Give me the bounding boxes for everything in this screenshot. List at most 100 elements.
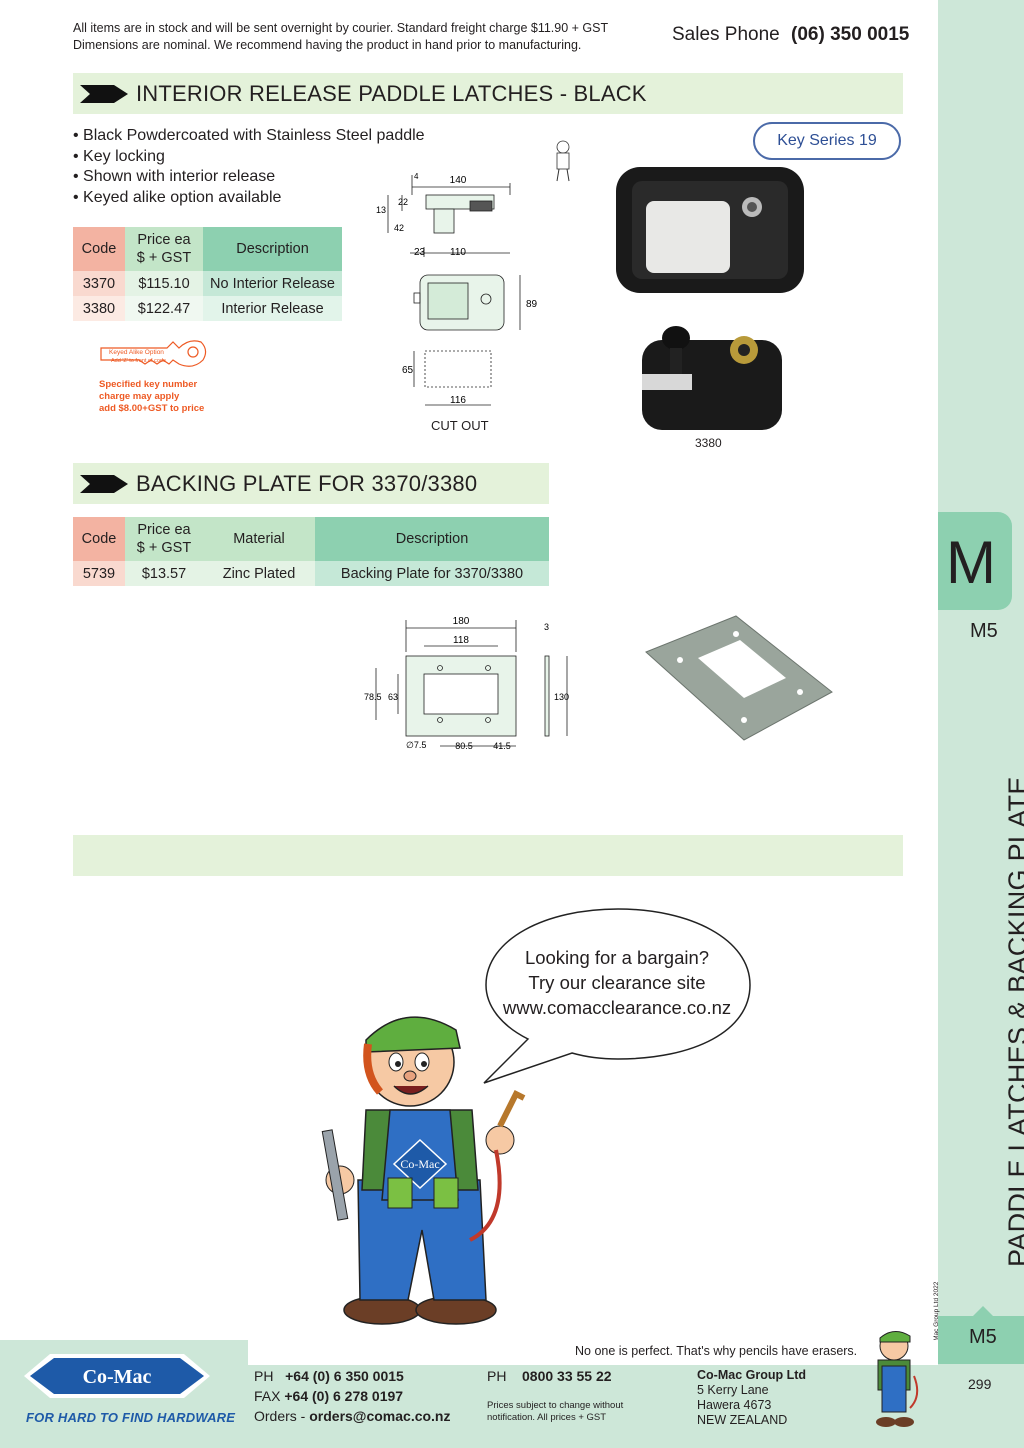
prices-note-line-2: notification. All prices + GST <box>487 1412 607 1423</box>
dim-78-5: 78.5 <box>364 692 382 702</box>
section-tab[interactable] <box>938 512 1012 610</box>
col-price: Price ea $ + GST <box>125 227 203 271</box>
feature-item: • Key locking <box>73 147 165 165</box>
sidebar <box>938 0 1024 1448</box>
dim-65: 65 <box>402 365 414 376</box>
comac-logo[interactable]: Co-Mac <box>24 1350 210 1402</box>
promo-line-1: Looking for a bargain? <box>524 947 710 968</box>
cell-price: $13.57 <box>125 561 203 586</box>
feature-item: • Shown with interior release <box>73 168 276 186</box>
cell-description: Interior Release <box>203 296 342 321</box>
page-code-bottom: M5 <box>969 1326 997 1348</box>
latch-price-table: Code Price ea$ + GST Description 3370 $1… <box>73 227 342 321</box>
phone-number[interactable]: +64 (0) 6 350 0015 <box>285 1368 404 1384</box>
promo-line-3[interactable]: www.comacclearance.co.nz <box>502 997 732 1018</box>
dim-42: 42 <box>394 223 404 233</box>
logo-text: Co-Mac <box>83 1366 152 1388</box>
backing-plate-drawing: 180 118 3 78.5 63 130 ∅7.5 80.5 41.5 <box>364 616 569 751</box>
col-material: Material <box>203 517 315 561</box>
mascot-illustration: Co-Mac <box>321 1016 526 1325</box>
cell-description: No Interior Release <box>203 271 342 296</box>
col-price-line1: Price ea <box>137 522 191 538</box>
promo-line-2: Try our clearance site <box>528 972 706 993</box>
dim-4: 4 <box>414 172 419 181</box>
section-title: BACKING PLATE FOR 3370/3380 <box>136 470 478 496</box>
fax-label: FAX <box>254 1388 281 1404</box>
keyed-line-1: Specified key number <box>99 379 198 390</box>
arrow-icon <box>80 474 128 493</box>
page-code-tab <box>938 1306 1024 1364</box>
dim-23: 23 <box>414 247 426 258</box>
table-header-row: Code Price ea $ + GST Description <box>73 227 342 271</box>
key-line-2: Add 'Z' to front of code <box>111 358 166 364</box>
section-title: INTERIOR RELEASE PADDLE LATCHES - BLACK <box>136 80 647 106</box>
dim-140: 140 <box>450 175 467 186</box>
cell-price: $115.10 <box>125 271 203 296</box>
page-code-top: M5 <box>970 620 998 642</box>
dim-13: 13 <box>376 205 386 215</box>
feature-list: • Black Powdercoated with Stainless Stee… <box>73 126 425 209</box>
mascot-footer-icon <box>876 1331 919 1427</box>
section-header-paddle-latches: INTERIOR RELEASE PADDLE LATCHES - BLACK <box>73 73 903 114</box>
col-price-line2: $ + GST <box>136 540 192 556</box>
backing-plate-price-table: Code Price ea $ + GST Material Descriptio… <box>73 517 549 586</box>
latch-3380-photo <box>642 326 782 430</box>
backing-plate-photo <box>645 615 833 741</box>
col-code: Code <box>73 517 125 561</box>
fax-row: FAX +64 (0) 6 278 0197 <box>254 1386 451 1406</box>
dim-130: 130 <box>554 692 569 702</box>
notice-line-2: Dimensions are nominal. We recommend hav… <box>73 38 582 52</box>
arrow-icon <box>80 84 128 103</box>
contact-block: PH +64 (0) 6 350 0015 FAX +64 (0) 6 278 … <box>254 1366 451 1426</box>
latch-3370-photo <box>616 167 804 293</box>
orders-row: Orders - orders@comac.co.nz <box>254 1406 451 1426</box>
col-price-line2: $ + GST <box>136 250 192 266</box>
prices-note: Prices subject to change without notific… <box>487 1400 647 1424</box>
photo-caption: 3380 <box>695 436 722 450</box>
key-series-badge: Key Series 19 <box>753 122 901 160</box>
pencil-note: No one is perfect. That's why pencils ha… <box>575 1344 858 1358</box>
freephone-number[interactable]: 0800 33 55 22 <box>522 1368 612 1384</box>
cell-price: $122.47 <box>125 296 203 321</box>
table-row: 3380 $122.47 Interior Release <box>73 296 342 321</box>
col-price-line1: Price ea <box>137 232 191 248</box>
phone-label: PH <box>254 1368 274 1384</box>
fax-number: +64 (0) 6 278 0197 <box>284 1388 404 1404</box>
orders-label: Orders - <box>254 1408 306 1424</box>
sales-number[interactable]: (06) 350 0015 <box>791 24 910 45</box>
col-description: Description <box>315 517 549 561</box>
cell-code: 3380 <box>73 296 125 321</box>
prices-note-line-1: Prices subject to change without <box>487 1400 624 1411</box>
table-row: 5739 $13.57 Zinc Plated Backing Plate fo… <box>73 561 549 586</box>
company-name: Co-Mac Group Ltd <box>697 1368 807 1382</box>
keyed-alike-note: Keyed Alike Option Add 'Z' to front of c… <box>97 336 209 414</box>
section-tab-letter: M <box>946 529 996 596</box>
freephone-block: PH 0800 33 55 22 <box>487 1366 612 1386</box>
notice-line-1: All items are in stock and will be sent … <box>73 21 609 35</box>
feature-item: • Black Powdercoated with Stainless Stee… <box>73 127 425 144</box>
feature-item: • Keyed alike option available <box>73 189 282 207</box>
speech-bubble <box>483 908 751 1084</box>
sales-label: Sales Phone <box>672 24 780 45</box>
logo-tagline: FOR HARD TO FIND HARDWARE <box>26 1410 236 1425</box>
col-code: Code <box>73 227 125 271</box>
key-line-1: Keyed Alike Option <box>109 349 164 356</box>
page-number: 299 <box>968 1376 992 1392</box>
phone-row: PH +64 (0) 6 350 0015 <box>254 1366 451 1386</box>
keyed-text: Specified key number charge may apply ad… <box>99 379 239 415</box>
cutout-label: CUT OUT <box>431 418 489 433</box>
dim-3: 3 <box>544 622 549 632</box>
section-header-backing-plate: BACKING PLATE FOR 3370/3380 <box>73 463 549 504</box>
col-price: Price ea $ + GST <box>125 517 203 561</box>
address-line-2: Hawera 4673 <box>697 1398 772 1412</box>
company-address: Co-Mac Group Ltd 5 Kerry Lane Hawera 467… <box>697 1368 806 1428</box>
dim-22: 22 <box>398 197 408 207</box>
orders-email[interactable]: orders@comac.co.nz <box>309 1408 451 1424</box>
address-line-3: NEW ZEALAND <box>697 1413 788 1427</box>
col-description: Description <box>203 227 342 271</box>
cell-code: 5739 <box>73 561 125 586</box>
freephone-label: PH <box>487 1368 507 1384</box>
address-line-1: 5 Kerry Lane <box>697 1383 769 1397</box>
keyed-line-2: charge may apply <box>99 391 180 402</box>
freight-notice: All items are in stock and will be sent … <box>73 20 608 54</box>
